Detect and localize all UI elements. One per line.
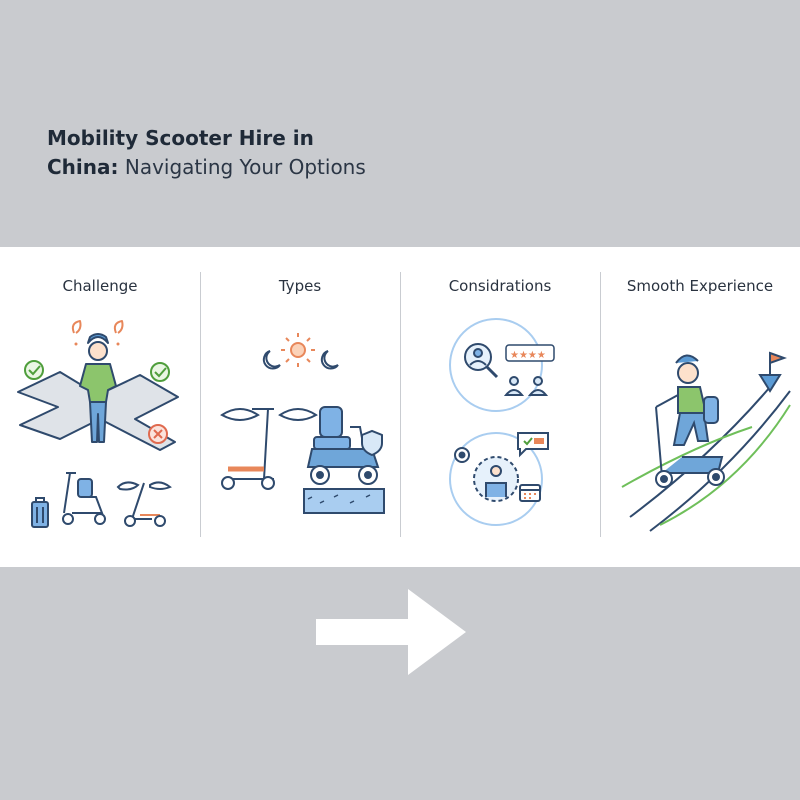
shield-icon bbox=[361, 429, 383, 457]
title-line-1: Mobility Scooter Hire in bbox=[47, 126, 314, 150]
divider-3 bbox=[600, 272, 601, 537]
chat-bubble-icon bbox=[517, 432, 549, 458]
challenge-illustration bbox=[17, 320, 179, 528]
smooth-experience-illustration bbox=[621, 351, 791, 532]
steps-band: Challenge bbox=[0, 247, 800, 567]
panel-label-types: Types bbox=[278, 277, 322, 295]
panel-smooth-experience: Smooth Experience bbox=[600, 247, 800, 537]
mobility-scooter-icon bbox=[62, 472, 106, 525]
title-line-2-light: Navigating Your Options bbox=[118, 155, 366, 179]
check-icon-left bbox=[24, 360, 44, 380]
star-rating-icon: ★★★★ bbox=[505, 344, 555, 362]
moon-icon-left bbox=[262, 350, 281, 370]
divider-2 bbox=[400, 272, 401, 537]
types-illustration bbox=[220, 333, 385, 514]
destination-flag-icon bbox=[758, 351, 787, 393]
suitcase-icon bbox=[31, 497, 49, 528]
search-person-icon bbox=[464, 343, 499, 379]
people-icon bbox=[503, 376, 549, 396]
considerations-illustration: ★★★★ bbox=[449, 318, 555, 526]
svg-text:★★★★: ★★★★ bbox=[510, 350, 546, 361]
winged-scooter-icon bbox=[116, 481, 172, 527]
cancel-icon bbox=[148, 424, 168, 444]
check-icon-right bbox=[150, 362, 170, 382]
terrain-icon bbox=[303, 488, 385, 514]
ring-top bbox=[449, 318, 543, 412]
confused-person-icon bbox=[71, 320, 124, 443]
ring-bottom bbox=[449, 432, 543, 526]
panel-considerations: Considrations ★★★★ bbox=[400, 247, 600, 537]
calendar-icon bbox=[519, 484, 541, 502]
title-line-2-strong: China: bbox=[47, 155, 119, 179]
panel-label-smooth-experience: Smooth Experience bbox=[626, 277, 774, 295]
right-arrow-icon[interactable] bbox=[316, 589, 468, 675]
page-title: Mobility Scooter Hire in China: Navigati… bbox=[47, 124, 366, 182]
panel-label-considerations: Considrations bbox=[448, 277, 552, 295]
four-wheel-mobility-scooter-icon bbox=[306, 406, 380, 485]
rider-on-scooter-icon bbox=[655, 354, 725, 488]
panel-label-challenge: Challenge bbox=[62, 277, 138, 295]
path-icon bbox=[621, 386, 791, 532]
panel-challenge: Challenge bbox=[0, 247, 200, 537]
panel-types: Types bbox=[200, 247, 400, 537]
gear-person-icon bbox=[454, 447, 519, 502]
sun-icon bbox=[281, 333, 315, 367]
moon-icon-right bbox=[320, 350, 339, 370]
winged-kick-scooter-icon bbox=[220, 408, 318, 490]
divider-1 bbox=[200, 272, 201, 537]
